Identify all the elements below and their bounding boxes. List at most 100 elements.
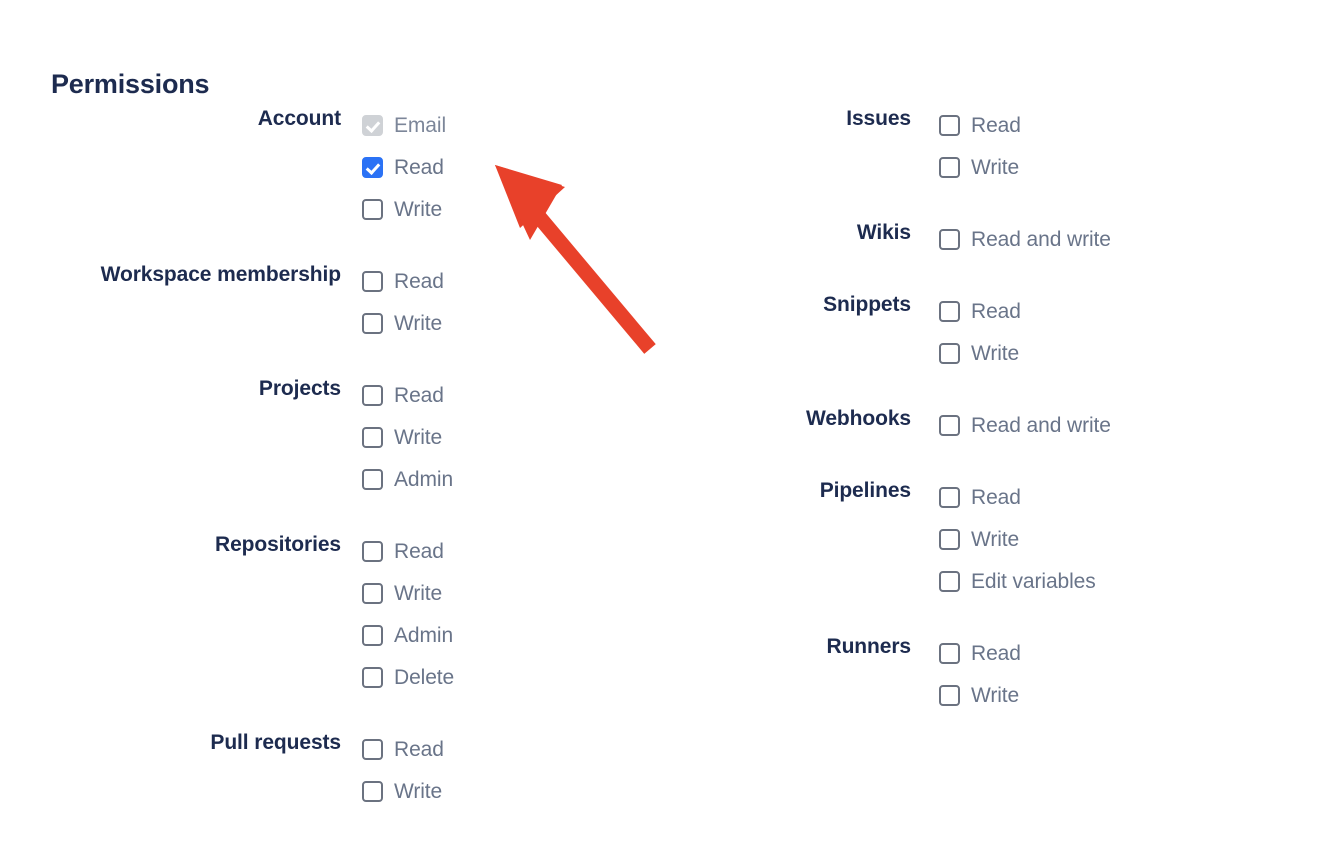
permission-option-label: Read xyxy=(971,113,1021,137)
permission-option-account-email[interactable]: Email xyxy=(362,104,660,146)
checkbox-unchecked-icon[interactable] xyxy=(362,624,383,646)
permission-option-wikis-read-and-write[interactable]: Read and write xyxy=(939,218,1322,260)
checkbox-unchecked-icon[interactable] xyxy=(939,228,960,250)
checkbox-unchecked-icon[interactable] xyxy=(939,528,960,550)
group-spacer xyxy=(0,698,660,728)
permission-group-label: Account xyxy=(257,107,341,130)
checkbox-unchecked-icon[interactable] xyxy=(939,300,960,322)
permission-group-label: Projects xyxy=(258,377,341,400)
checkbox-unchecked-icon[interactable] xyxy=(362,384,383,406)
checkbox-unchecked-icon[interactable] xyxy=(939,486,960,508)
permission-option-label: Read xyxy=(394,269,444,293)
permission-option-pipelines-edit-variables[interactable]: Edit variables xyxy=(939,560,1322,602)
permission-group-label: Pull requests xyxy=(210,731,341,754)
permission-option-label: Write xyxy=(394,581,443,605)
permission-option-account-write[interactable]: Write xyxy=(362,188,660,230)
permission-option-pull-requests-write[interactable]: Write xyxy=(362,770,660,812)
permission-group-label: Webhooks xyxy=(806,407,911,430)
permission-option-label: Read xyxy=(394,737,444,761)
permission-group-webhooks: Webhooks Read and write xyxy=(660,404,1322,446)
page-title: Permissions xyxy=(51,69,210,100)
permission-group-label: Pipelines xyxy=(819,479,911,502)
permission-group-label: Runners xyxy=(826,635,912,658)
permission-option-label: Read xyxy=(971,299,1021,323)
permission-option-snippets-write[interactable]: Write xyxy=(939,332,1322,374)
checkbox-unchecked-icon[interactable] xyxy=(939,342,960,364)
group-spacer xyxy=(0,344,660,374)
permission-option-projects-admin[interactable]: Admin xyxy=(362,458,660,500)
checkbox-unchecked-icon[interactable] xyxy=(362,426,383,448)
permission-option-label: Read and write xyxy=(971,413,1111,437)
permission-option-label: Read xyxy=(971,485,1021,509)
permission-option-repositories-write[interactable]: Write xyxy=(362,572,660,614)
permission-option-label: Write xyxy=(394,425,443,449)
permission-option-workspace-membership-read[interactable]: Read xyxy=(362,260,660,302)
checkbox-unchecked-icon[interactable] xyxy=(939,156,960,178)
permission-option-projects-write[interactable]: Write xyxy=(362,416,660,458)
permission-option-projects-read[interactable]: Read xyxy=(362,374,660,416)
checkbox-unchecked-icon[interactable] xyxy=(362,780,383,802)
checkbox-unchecked-icon[interactable] xyxy=(362,540,383,562)
permission-option-label: Read xyxy=(394,539,444,563)
permission-group-label: Repositories xyxy=(215,533,341,556)
checkbox-unchecked-icon[interactable] xyxy=(362,468,383,490)
permission-option-account-read[interactable]: Read xyxy=(362,146,660,188)
permission-option-issues-read[interactable]: Read xyxy=(939,104,1322,146)
permission-option-runners-read[interactable]: Read xyxy=(939,632,1322,674)
permission-group-label: Workspace membership xyxy=(100,263,341,286)
permission-option-runners-write[interactable]: Write xyxy=(939,674,1322,716)
permission-option-label: Read xyxy=(394,155,444,179)
group-spacer xyxy=(0,230,660,260)
checkbox-unchecked-icon[interactable] xyxy=(362,198,383,220)
permission-option-label: Write xyxy=(971,683,1020,707)
checkbox-unchecked-icon[interactable] xyxy=(362,312,383,334)
checkbox-checked-disabled-icon xyxy=(362,114,383,136)
permission-option-repositories-delete[interactable]: Delete xyxy=(362,656,660,698)
permission-option-list: Read and write xyxy=(939,404,1322,446)
permission-option-label: Admin xyxy=(394,623,454,647)
group-spacer xyxy=(0,500,660,530)
permission-option-list: Read and write xyxy=(939,218,1322,260)
permission-option-pipelines-write[interactable]: Write xyxy=(939,518,1322,560)
checkbox-unchecked-icon[interactable] xyxy=(939,114,960,136)
permission-option-label: Email xyxy=(394,113,447,137)
permission-option-label: Write xyxy=(394,779,443,803)
permission-option-pull-requests-read[interactable]: Read xyxy=(362,728,660,770)
checkbox-unchecked-icon[interactable] xyxy=(362,666,383,688)
checkbox-unchecked-icon[interactable] xyxy=(939,414,960,436)
checkbox-unchecked-icon[interactable] xyxy=(939,642,960,664)
permission-option-repositories-admin[interactable]: Admin xyxy=(362,614,660,656)
permission-option-label: Write xyxy=(971,527,1020,551)
permission-option-label: Write xyxy=(971,341,1020,365)
permission-option-label: Write xyxy=(394,197,443,221)
permission-option-issues-write[interactable]: Write xyxy=(939,146,1322,188)
permission-option-webhooks-read-and-write[interactable]: Read and write xyxy=(939,404,1322,446)
permission-group-label: Issues xyxy=(846,107,911,130)
permission-group-label: Wikis xyxy=(856,221,911,244)
permission-option-workspace-membership-write[interactable]: Write xyxy=(362,302,660,344)
permission-option-label: Admin xyxy=(394,467,454,491)
permission-option-repositories-read[interactable]: Read xyxy=(362,530,660,572)
checkbox-unchecked-icon[interactable] xyxy=(362,738,383,760)
checkbox-unchecked-icon[interactable] xyxy=(362,582,383,604)
checkbox-unchecked-icon[interactable] xyxy=(939,684,960,706)
permission-option-label: Write xyxy=(971,155,1020,179)
permission-option-label: Read xyxy=(971,641,1021,665)
permission-option-pipelines-read[interactable]: Read xyxy=(939,476,1322,518)
permission-option-snippets-read[interactable]: Read xyxy=(939,290,1322,332)
checkbox-checked-icon[interactable] xyxy=(362,156,383,178)
permission-group-wikis: Wikis Read and write xyxy=(660,218,1322,260)
checkbox-unchecked-icon[interactable] xyxy=(362,270,383,292)
checkbox-unchecked-icon[interactable] xyxy=(939,570,960,592)
group-spacer xyxy=(660,188,1322,218)
